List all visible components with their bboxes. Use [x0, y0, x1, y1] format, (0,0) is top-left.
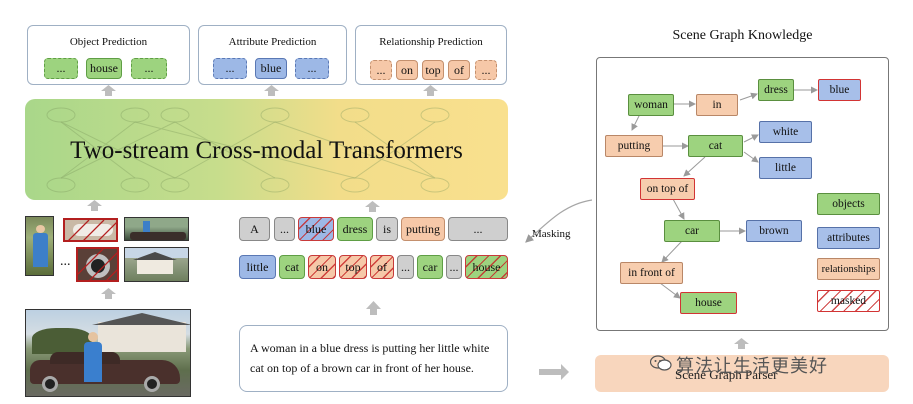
seq-token-on-masked: on — [308, 255, 336, 279]
token-attribute-ellipsis-right: ... — [295, 58, 329, 79]
legend-relationships: relationships — [817, 258, 880, 280]
sg-node-on-top-of-masked: on top of — [640, 178, 695, 200]
seq-token-blue-masked: blue — [298, 217, 334, 241]
attribute-prediction-title: Attribute Prediction — [228, 36, 317, 48]
legend-masked: masked — [817, 290, 880, 312]
scene-graph-parser-label: Scene Graph Parser — [675, 367, 778, 382]
transformer-network-lines — [46, 107, 450, 193]
sg-node-car: car — [664, 220, 720, 242]
photo-house — [98, 322, 186, 352]
scene-graph-parser-box — [595, 355, 889, 392]
token-relationship-of: of — [448, 60, 470, 80]
seq-token-house-masked: house — [465, 255, 508, 279]
scene-graph-title: Scene Graph Knowledge — [672, 28, 813, 43]
caption-text: A woman in a blue dress is putting her l… — [250, 341, 490, 375]
legend-attributes: attributes — [817, 227, 880, 249]
token-object-ellipsis-right: ... — [131, 58, 167, 79]
watermark-logo-icon — [650, 354, 672, 372]
sg-node-woman: woman — [628, 94, 674, 116]
watermark-text: 算法让生活更美好 — [676, 356, 828, 377]
sg-node-in-front-of: in front of — [620, 262, 683, 284]
seq-token-ellipsis-3: ... — [397, 255, 414, 279]
seq-token-of-masked: of — [370, 255, 394, 279]
transformer-label: Two-stream Cross-modal Transformers — [70, 137, 463, 164]
region-woman-car-image — [124, 217, 189, 241]
attribute-prediction-panel: Attribute Prediction ... blue ... — [198, 25, 347, 85]
photo-woman — [88, 332, 98, 342]
sg-node-house-masked: house — [680, 292, 737, 314]
seq-token-ellipsis-2: ... — [448, 217, 508, 241]
token-object-house: house — [86, 58, 122, 79]
region-wheel-image — [76, 247, 119, 282]
caption-box: A woman in a blue dress is putting her l… — [239, 325, 508, 392]
sg-node-little: little — [759, 157, 812, 179]
object-prediction-panel: Object Prediction ... house ... — [27, 25, 190, 85]
sg-node-dress: dress — [758, 79, 794, 101]
sg-node-blue-masked: blue — [818, 79, 861, 101]
transformer-block: Two-stream Cross-modal Transformers — [25, 99, 508, 200]
seq-token-ellipsis-4: ... — [446, 255, 462, 279]
seq-token-cat: cat — [279, 255, 305, 279]
relationship-prediction-panel: Relationship Prediction ... on top of ..… — [355, 25, 507, 85]
woman-figure — [36, 225, 45, 233]
token-relationship-on: on — [396, 60, 418, 80]
region-cat-image — [63, 218, 118, 242]
token-attribute-blue: blue — [255, 58, 287, 79]
sg-node-cat: cat — [688, 135, 743, 157]
sg-node-in: in — [696, 94, 738, 116]
image-ellipsis: ... — [60, 254, 71, 269]
token-object-ellipsis-left: ... — [44, 58, 78, 79]
token-relationship-ellipsis-left: ... — [370, 60, 392, 80]
sg-node-putting: putting — [605, 135, 663, 157]
token-relationship-ellipsis-right: ... — [475, 60, 497, 80]
region-woman-image — [25, 216, 54, 276]
seq-token-car: car — [417, 255, 443, 279]
seq-token-top-masked: top — [339, 255, 367, 279]
legend-objects: objects — [817, 193, 880, 215]
seq-token-dress: dress — [337, 217, 373, 241]
relationship-prediction-title: Relationship Prediction — [379, 36, 483, 48]
sg-node-white: white — [759, 121, 812, 143]
seq-token-a: A — [239, 217, 270, 241]
input-photo — [25, 309, 191, 397]
seq-token-ellipsis-1: ... — [274, 217, 295, 241]
token-relationship-top: top — [422, 60, 444, 80]
token-attribute-ellipsis-left: ... — [213, 58, 247, 79]
seq-token-putting: putting — [401, 217, 445, 241]
sg-node-brown: brown — [746, 220, 802, 242]
region-house-image — [124, 247, 189, 282]
object-prediction-title: Object Prediction — [69, 36, 148, 48]
seq-token-little: little — [239, 255, 276, 279]
masking-label: Masking — [532, 228, 571, 240]
seq-token-is: is — [376, 217, 398, 241]
